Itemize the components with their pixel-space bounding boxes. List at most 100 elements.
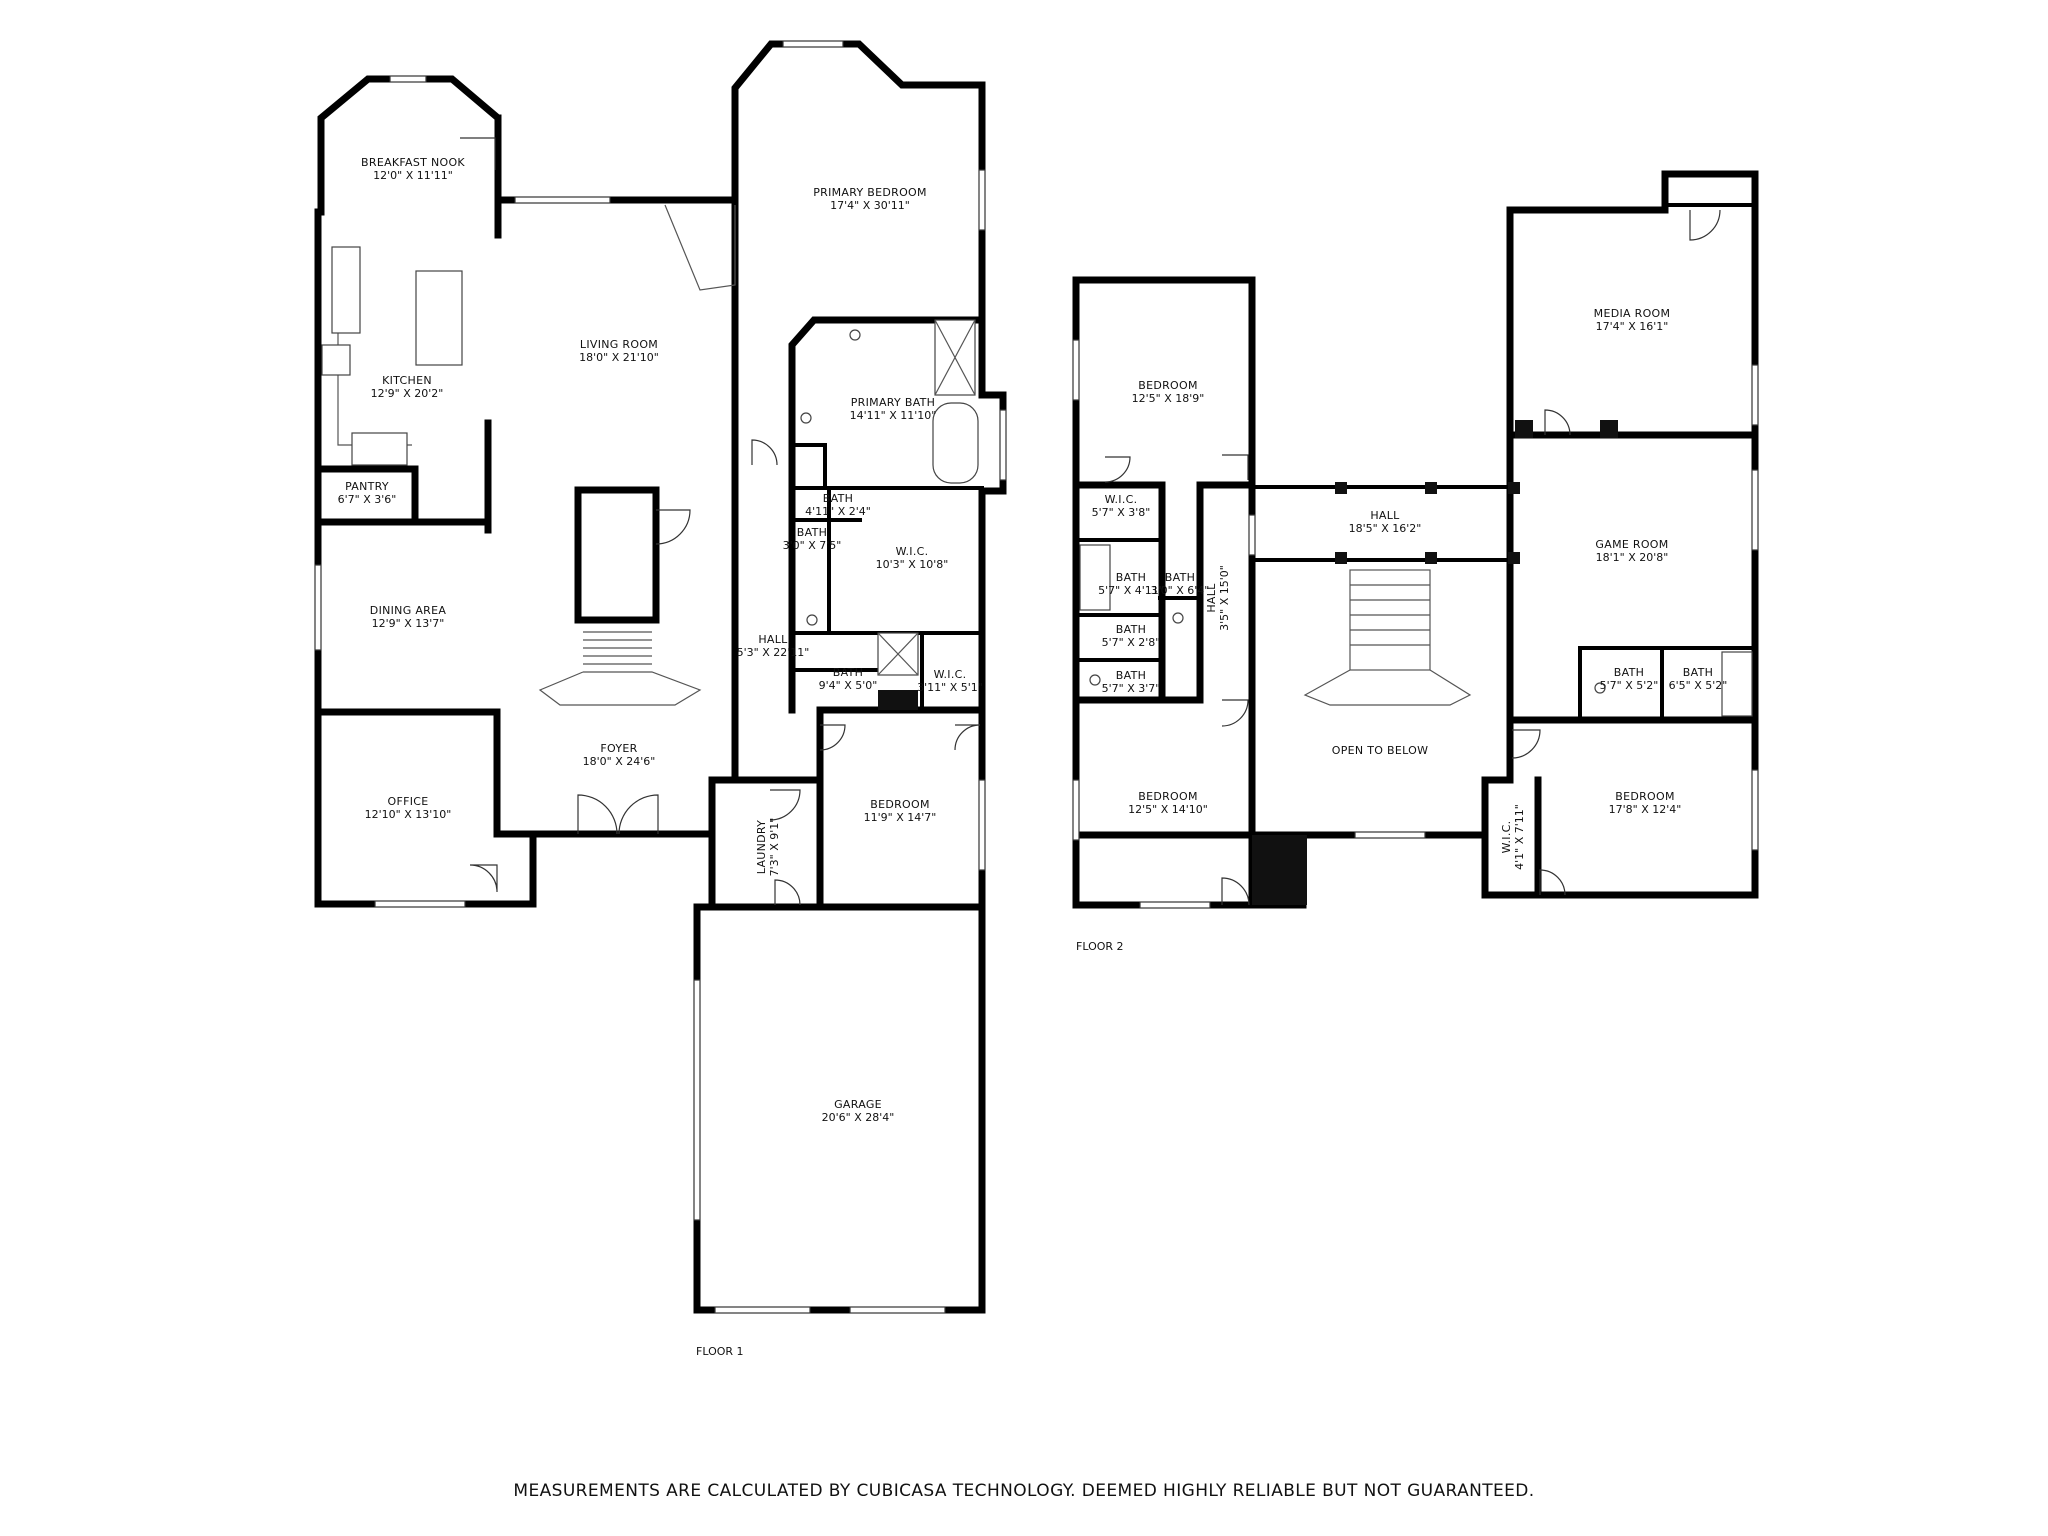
room-dimensions: 14'11" X 11'10" [850, 409, 937, 422]
room-dimensions: 18'0" X 21'10" [579, 351, 659, 364]
room-name: KITCHEN [382, 374, 432, 387]
window [1751, 769, 1759, 851]
room-name: BEDROOM [1615, 790, 1675, 803]
bedroom-door [819, 724, 846, 751]
stairs [538, 204, 736, 706]
room-dimensions: 3'5" X 15'0" [1218, 565, 1231, 631]
room-name: W.I.C. [934, 668, 967, 681]
room-label: W.I.C.10'3" X 10'8" [876, 545, 949, 571]
toilet [1172, 612, 1184, 624]
room-name: DINING AREA [370, 604, 447, 617]
wall [1506, 170, 1759, 439]
room-dimensions: 18'1" X 20'8" [1596, 551, 1669, 564]
sink [849, 329, 861, 341]
door [1689, 209, 1721, 241]
room-name: BEDROOM [1138, 790, 1198, 803]
room-name: HALL [758, 633, 788, 646]
window [1248, 514, 1256, 556]
door [1221, 877, 1250, 906]
floor-1 [314, 40, 1007, 1314]
room-label: W.I.C.3'11" X 5'1" [917, 668, 983, 694]
post [1508, 552, 1520, 564]
room-dimensions: 18'5" X 16'2" [1349, 522, 1422, 535]
room-dimensions: 6'5" X 5'2" [1669, 679, 1728, 692]
room-name: BATH [1165, 571, 1195, 584]
room-dimensions: 17'4" X 30'11" [830, 199, 910, 212]
post [1425, 552, 1437, 564]
room-name: BATH [1116, 623, 1146, 636]
window [849, 1306, 946, 1314]
room-dimensions: 12'10" X 13'10" [365, 808, 452, 821]
toilet [1594, 682, 1606, 694]
window [782, 40, 844, 48]
floor-2 [1072, 170, 1759, 909]
room-name: GARAGE [834, 1098, 882, 1111]
room-dimensions: 12'9" X 20'2" [371, 387, 444, 400]
room-name: BATH [1116, 669, 1146, 682]
room-label: W.I.C.5'7" X 3'8" [1092, 493, 1151, 519]
room-name: W.I.C. [896, 545, 929, 558]
room-label: OPEN TO BELOW [1332, 744, 1429, 757]
room-dimensions: 12'5" X 18'9" [1132, 392, 1205, 405]
room-name: BATH [1683, 666, 1713, 679]
room-name: LAUNDRY [755, 820, 768, 874]
room-name: HALL [1205, 583, 1218, 613]
stairs [1303, 569, 1472, 706]
bedroom-door [954, 724, 981, 751]
disclaimer: MEASUREMENTS ARE CALCULATED BY CUBICASA … [513, 1481, 1535, 1501]
door [1544, 409, 1571, 436]
room-dimensions: 9'4" X 5'0" [819, 679, 878, 692]
room-name: GAME ROOM [1595, 538, 1668, 551]
room-dimensions: 5'7" X 4'11" [1098, 584, 1164, 597]
room-dimensions: 5'7" X 3'8" [1092, 506, 1151, 519]
wall [1506, 431, 1759, 724]
room-name: PRIMARY BATH [851, 396, 936, 409]
post [1515, 420, 1533, 438]
window [314, 564, 322, 651]
room-name: OPEN TO BELOW [1332, 744, 1429, 757]
sink [321, 344, 351, 376]
room-dimensions: 12'0" X 11'11" [373, 169, 453, 182]
room-name: LIVING ROOM [580, 338, 658, 351]
post [1508, 482, 1520, 494]
room-name: BATH [797, 526, 827, 539]
door [1104, 456, 1131, 483]
window [374, 900, 466, 908]
room-dimensions: 18'0" X 24'6" [583, 755, 656, 768]
room-dimensions: 5'3" X 22'11" [737, 646, 810, 659]
door [1221, 699, 1249, 727]
room-name: BEDROOM [870, 798, 930, 811]
entry-door [618, 794, 659, 835]
room-name: BATH [823, 492, 853, 505]
shower [1721, 651, 1753, 717]
window [514, 196, 611, 204]
window [1072, 339, 1080, 401]
door [1222, 454, 1249, 480]
room-dimensions: 12'9" X 13'7" [372, 617, 445, 630]
floor-1-label: FLOOR 1 [696, 1345, 744, 1358]
laundry-door [774, 879, 801, 906]
room-dimensions: 12'5" X 14'10" [1128, 803, 1208, 816]
wall [574, 486, 660, 624]
room-name: BATH [833, 666, 863, 679]
room-dimensions: 5'7" X 5'2" [1600, 679, 1659, 692]
